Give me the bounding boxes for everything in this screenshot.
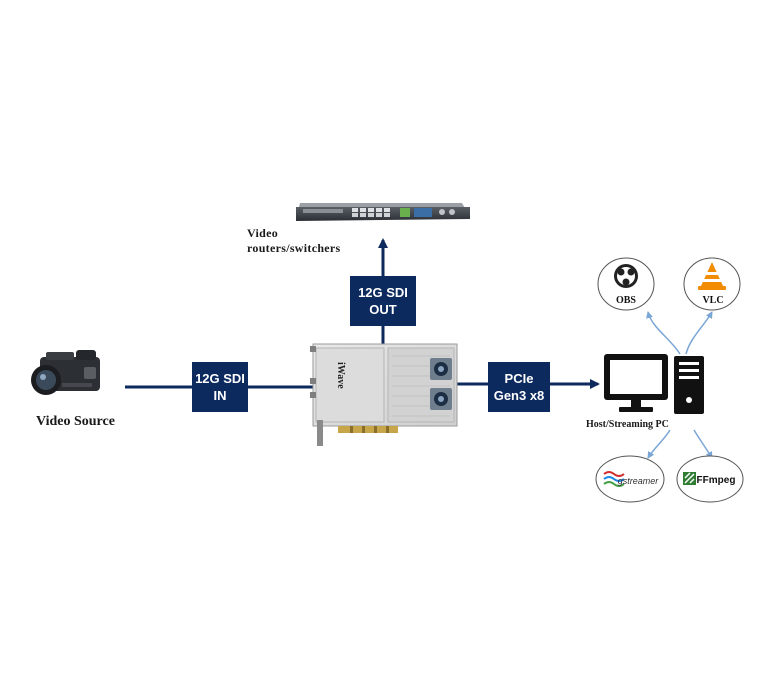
vlc-app: VLC xyxy=(683,257,741,311)
router-switcher-device xyxy=(296,203,470,221)
video-camera-icon xyxy=(31,350,100,395)
pcie-box: PCIe Gen3 x8 xyxy=(488,362,550,412)
pcie-line1: PCIe xyxy=(504,371,534,386)
ffmpeg-label: FFmpeg xyxy=(697,475,736,486)
router-label-line1: Video xyxy=(247,226,279,240)
pc-tower-icon xyxy=(674,356,704,414)
sdi-out-line2: OUT xyxy=(369,302,397,317)
sdi-in-line1: 12G SDI xyxy=(195,371,245,386)
arrow-to-vlc xyxy=(685,311,713,355)
obs-app: OBS xyxy=(597,257,655,311)
gstreamer-icon xyxy=(603,471,625,487)
host-pc-label: Host/Streaming PC xyxy=(586,419,669,430)
sdi-out-box: 12G SDI OUT xyxy=(350,276,416,326)
vlc-cone-icon xyxy=(698,262,726,290)
vlc-label: VLC xyxy=(702,295,723,306)
capture-card: iWave xyxy=(310,343,458,446)
sdi-out-line1: 12G SDI xyxy=(358,285,408,300)
arrow-to-ffmpeg xyxy=(693,429,713,459)
sdi-in-line2: IN xyxy=(213,388,227,403)
obs-icon xyxy=(614,264,638,288)
video-source-label: Video Source xyxy=(36,414,115,429)
ffmpeg-app: FFmpeg xyxy=(676,455,744,503)
gstreamer-label: gstreamer xyxy=(618,476,660,486)
arrow-to-gstreamer xyxy=(647,429,671,459)
pcie-line2: Gen3 x8 xyxy=(493,388,545,403)
arrow-to-obs xyxy=(646,311,681,355)
router-label-line2: routers/switchers xyxy=(247,241,341,255)
ffmpeg-icon xyxy=(683,472,696,485)
card-logo-text: iWave xyxy=(335,362,346,389)
sdi-in-box: 12G SDI IN xyxy=(192,362,248,412)
monitor-icon xyxy=(604,354,668,412)
obs-label: OBS xyxy=(616,295,636,306)
gstreamer-app: gstreamer xyxy=(595,455,665,503)
